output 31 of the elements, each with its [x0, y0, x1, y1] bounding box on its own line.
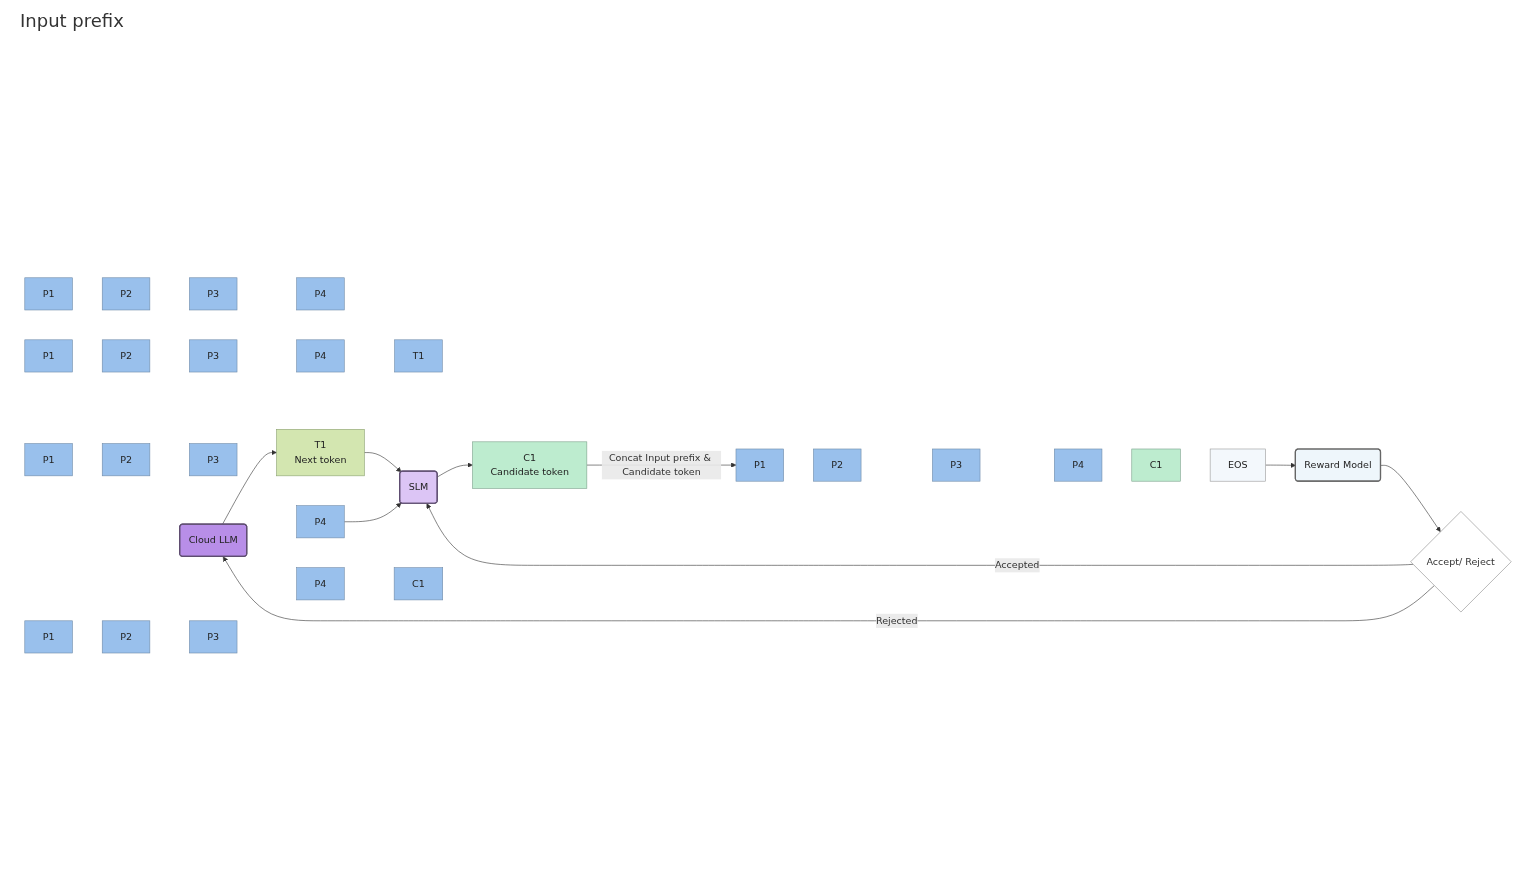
node-box: P4	[1054, 448, 1103, 482]
node-box: C1	[393, 567, 443, 600]
node-box: P3	[189, 620, 238, 653]
node-box: EOS	[1209, 448, 1266, 482]
node-box: P3	[189, 277, 238, 310]
edge-label: Accepted	[994, 558, 1040, 571]
node-box: P1	[24, 620, 73, 653]
node-box: P1	[24, 339, 73, 372]
node-box: P4	[296, 339, 345, 372]
node-box: P1	[735, 448, 784, 482]
node-box: T1 Next token	[276, 428, 365, 476]
node-box: P1	[24, 277, 73, 310]
strip-caption: Input prefix	[20, 10, 124, 31]
node-box: P2	[101, 339, 151, 372]
edge-label: Rejected	[875, 614, 918, 626]
edge-label: Concat Input prefix & Candidate token	[608, 451, 711, 478]
node-box: P4	[296, 277, 345, 310]
node-box: P2	[101, 442, 151, 476]
node-box: P2	[101, 620, 151, 653]
node-box: P2	[101, 277, 151, 310]
node-box: P4	[296, 567, 345, 600]
node-box: P3	[189, 339, 238, 372]
node-box: P3	[189, 442, 238, 476]
node-box: P4	[296, 504, 345, 538]
node-box: C1	[1131, 448, 1181, 482]
node-box: P1	[24, 442, 73, 476]
node-box: P2	[813, 448, 862, 482]
node-box: C1 Candidate token	[472, 441, 588, 489]
node-box: T1	[394, 339, 443, 372]
node-diamond: Accept/ Reject	[1410, 510, 1512, 612]
node-box: P3	[932, 448, 981, 482]
